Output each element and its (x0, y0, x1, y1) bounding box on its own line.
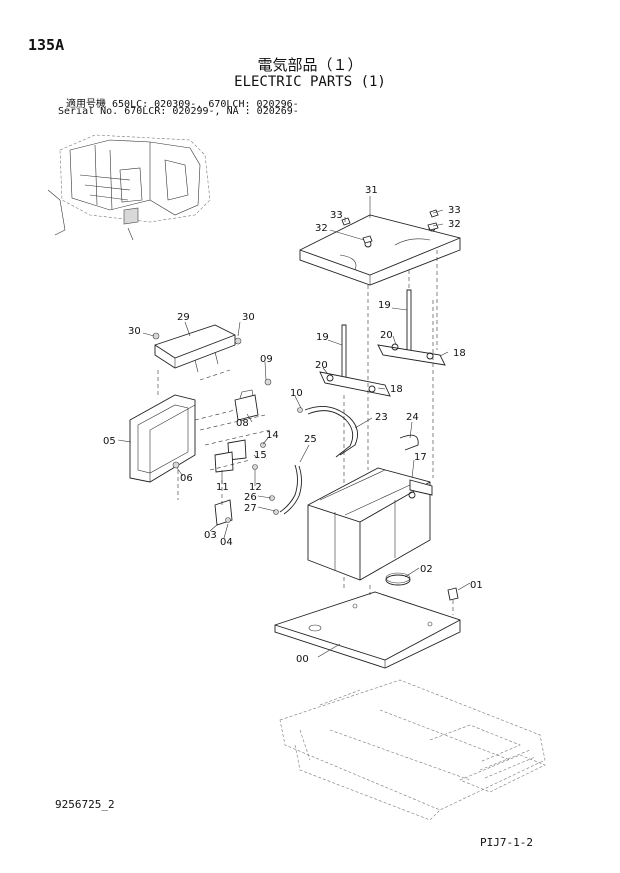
machine-locator-sketch (47, 134, 211, 241)
callout-30: 30 (242, 312, 255, 323)
callout-14: 14 (266, 430, 279, 441)
callout-15: 15 (254, 450, 267, 461)
callout-19: 19 (378, 300, 391, 311)
serial-applicability-line-2: Serial No. 670LCR: 020299-, NA : 020269- (58, 106, 299, 117)
callout-leader-lines (117, 196, 471, 658)
callout-02: 02 (420, 564, 433, 575)
document-number: 9256725_2 (55, 798, 115, 811)
part-29-cover-bracket (152, 324, 242, 373)
part-18-19-20-bracket-rod-right (377, 250, 446, 366)
machine-frame-phantom (279, 679, 546, 821)
part-01-02-cap-and-bolt (385, 572, 459, 615)
callout-30: 30 (128, 326, 141, 337)
figure-code: PIJ7-1-2 (480, 836, 533, 849)
part-00-base-plate (274, 591, 461, 669)
part-08-09-relays-and-switches (199, 378, 272, 473)
callout-19: 19 (316, 332, 329, 343)
callout-12: 12 (249, 482, 262, 493)
callout-26: 26 (244, 492, 257, 503)
callout-18: 18 (390, 384, 403, 395)
callout-20: 20 (380, 330, 393, 341)
page-number: 135A (28, 36, 65, 54)
callout-24: 24 (406, 412, 419, 423)
callout-17: 17 (414, 452, 427, 463)
callout-06: 06 (180, 473, 193, 484)
callout-03: 03 (204, 530, 217, 541)
callout-23: 23 (375, 412, 388, 423)
callout-20: 20 (315, 360, 328, 371)
callout-33: 33 (330, 210, 343, 221)
part-10-23-24-25-cables (269, 405, 419, 515)
battery-assembly (307, 467, 433, 581)
callout-00: 00 (296, 654, 309, 665)
callout-10: 10 (290, 388, 303, 399)
callout-27: 27 (244, 503, 257, 514)
callout-31: 31 (365, 185, 378, 196)
part-03-04-bracket-and-bolt (214, 480, 233, 526)
callout-18: 18 (453, 348, 466, 359)
callout-29: 29 (177, 312, 190, 323)
part-32-33-bolts-upper (341, 209, 439, 244)
title-english: ELECTRIC PARTS (1) (234, 74, 386, 90)
callout-08: 08 (236, 418, 249, 429)
callout-04: 04 (220, 537, 233, 548)
callout-09: 09 (260, 354, 273, 365)
callout-05: 05 (103, 436, 116, 447)
part-05-electrical-box (129, 369, 231, 483)
assembly-guide-lines (177, 285, 434, 595)
callout-25: 25 (304, 434, 317, 445)
callout-01: 01 (470, 580, 483, 591)
callout-numbers: 31 33 32 33 32 19 20 18 29 30 30 19 20 1… (103, 185, 483, 665)
callout-33: 33 (448, 205, 461, 216)
title-japanese: 電気部品（１） (257, 56, 363, 74)
callout-32: 32 (315, 223, 328, 234)
callout-32: 32 (448, 219, 461, 230)
callout-11: 11 (216, 482, 229, 493)
serial-applicability-line-1: 適用号機 650LC: 020309-, 670LCH: 020296- (66, 99, 299, 110)
